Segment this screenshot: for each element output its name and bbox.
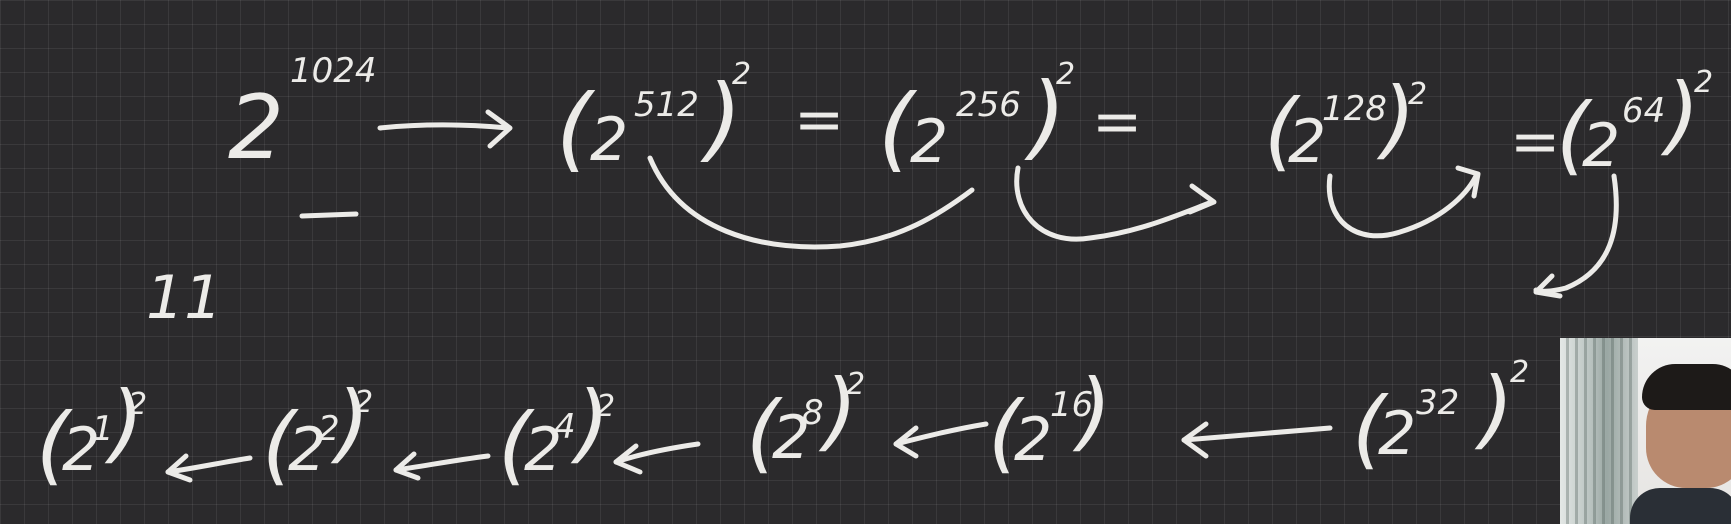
square-exponent: 2 [1510, 355, 1529, 390]
square-exponent: 2 [1694, 65, 1713, 100]
left-paren: ( [262, 395, 299, 495]
square-exponent: 2 [846, 367, 865, 402]
right-paren: ) [1660, 65, 1700, 165]
base-2-term: 2 [910, 107, 948, 177]
exponent-2: 2 [318, 409, 340, 449]
curve-arrow-512-to-256 [647, 155, 975, 250]
base-2-term: 2 [1378, 399, 1416, 469]
arrow-left-5 [165, 455, 253, 475]
presenter-hair [1642, 364, 1731, 410]
arrow-head [1455, 165, 1481, 199]
base-2-term: 2 [228, 76, 284, 179]
base-2-term: 2 [590, 105, 628, 175]
equals-sign: = [1092, 87, 1142, 157]
arrow-right-1 [377, 122, 511, 131]
arrow-left-3 [613, 441, 701, 465]
left-paren: ( [1556, 85, 1593, 185]
presenter-shirt [1630, 488, 1731, 524]
left-paren: ( [878, 75, 918, 182]
exponent-128: 128 [1322, 89, 1387, 129]
curve-arrow-256-to-128 [1014, 165, 1215, 242]
exponent-32: 32 [1416, 383, 1459, 423]
left-paren: ( [556, 75, 596, 182]
exponent-8: 8 [802, 393, 824, 433]
left-paren: ( [746, 383, 783, 483]
right-paren: ) [570, 373, 610, 473]
arrow-left-2 [893, 421, 989, 447]
left-paren: ( [1264, 81, 1301, 181]
arrow-head [893, 425, 919, 459]
exponent-16: 16 [1050, 385, 1093, 425]
arrow-head [393, 451, 421, 481]
square-exponent: 2 [732, 57, 751, 92]
left-paren: ( [1352, 379, 1389, 479]
base-2-term: 2 [772, 403, 810, 473]
underline-mark [299, 211, 359, 219]
right-paren: ) [330, 373, 370, 473]
arrow-head [613, 443, 643, 475]
equals-sign: = [794, 85, 844, 155]
square-exponent: 2 [354, 385, 373, 420]
arrow-head [1181, 421, 1209, 459]
arrow-head [1187, 183, 1217, 215]
right-paren: ) [1474, 359, 1514, 459]
webcam-background [1560, 338, 1638, 524]
exponent-512: 512 [634, 85, 699, 125]
square-exponent: 2 [1408, 77, 1427, 112]
base-2-term: 2 [1288, 107, 1326, 177]
base-2-term: 2 [1582, 111, 1620, 181]
exponent-256: 256 [956, 85, 1021, 125]
arrow-head-1 [485, 109, 513, 149]
left-paren: ( [498, 395, 535, 495]
exponent-1024: 1024 [290, 51, 377, 91]
curve-arrow-64-down [1533, 173, 1619, 294]
equals-sign: = [1510, 107, 1560, 177]
exponent-1: 1 [92, 409, 114, 449]
left-paren: ( [988, 383, 1025, 483]
square-exponent: 2 [1056, 57, 1075, 92]
exponent-4: 4 [554, 407, 576, 447]
square-exponent: 2 [128, 387, 147, 422]
base-2-term: 2 [62, 415, 100, 485]
right-paren: ) [1072, 361, 1112, 461]
right-paren: ) [1024, 63, 1066, 170]
right-paren: ) [818, 361, 858, 461]
left-paren: ( [36, 395, 73, 495]
arrow-head [165, 453, 193, 483]
arrow-head [1533, 273, 1563, 299]
right-paren: ) [700, 65, 742, 172]
equals-mark-11: 11 [146, 263, 222, 333]
right-paren: ) [1376, 69, 1416, 169]
base-2-term: 2 [524, 415, 562, 485]
square-exponent: 2 [596, 389, 615, 424]
base-2-term: 2 [1014, 405, 1052, 475]
window-blinds [1566, 338, 1632, 524]
base-2-term: 2 [288, 415, 326, 485]
curve-arrow-128-to-64 [1326, 173, 1479, 239]
exponent-64: 64 [1622, 91, 1665, 131]
arrow-left-1 [1181, 425, 1333, 443]
presenter-webcam-overlay [1560, 338, 1731, 524]
arrow-left-4 [393, 453, 491, 473]
right-paren: ) [104, 373, 144, 473]
